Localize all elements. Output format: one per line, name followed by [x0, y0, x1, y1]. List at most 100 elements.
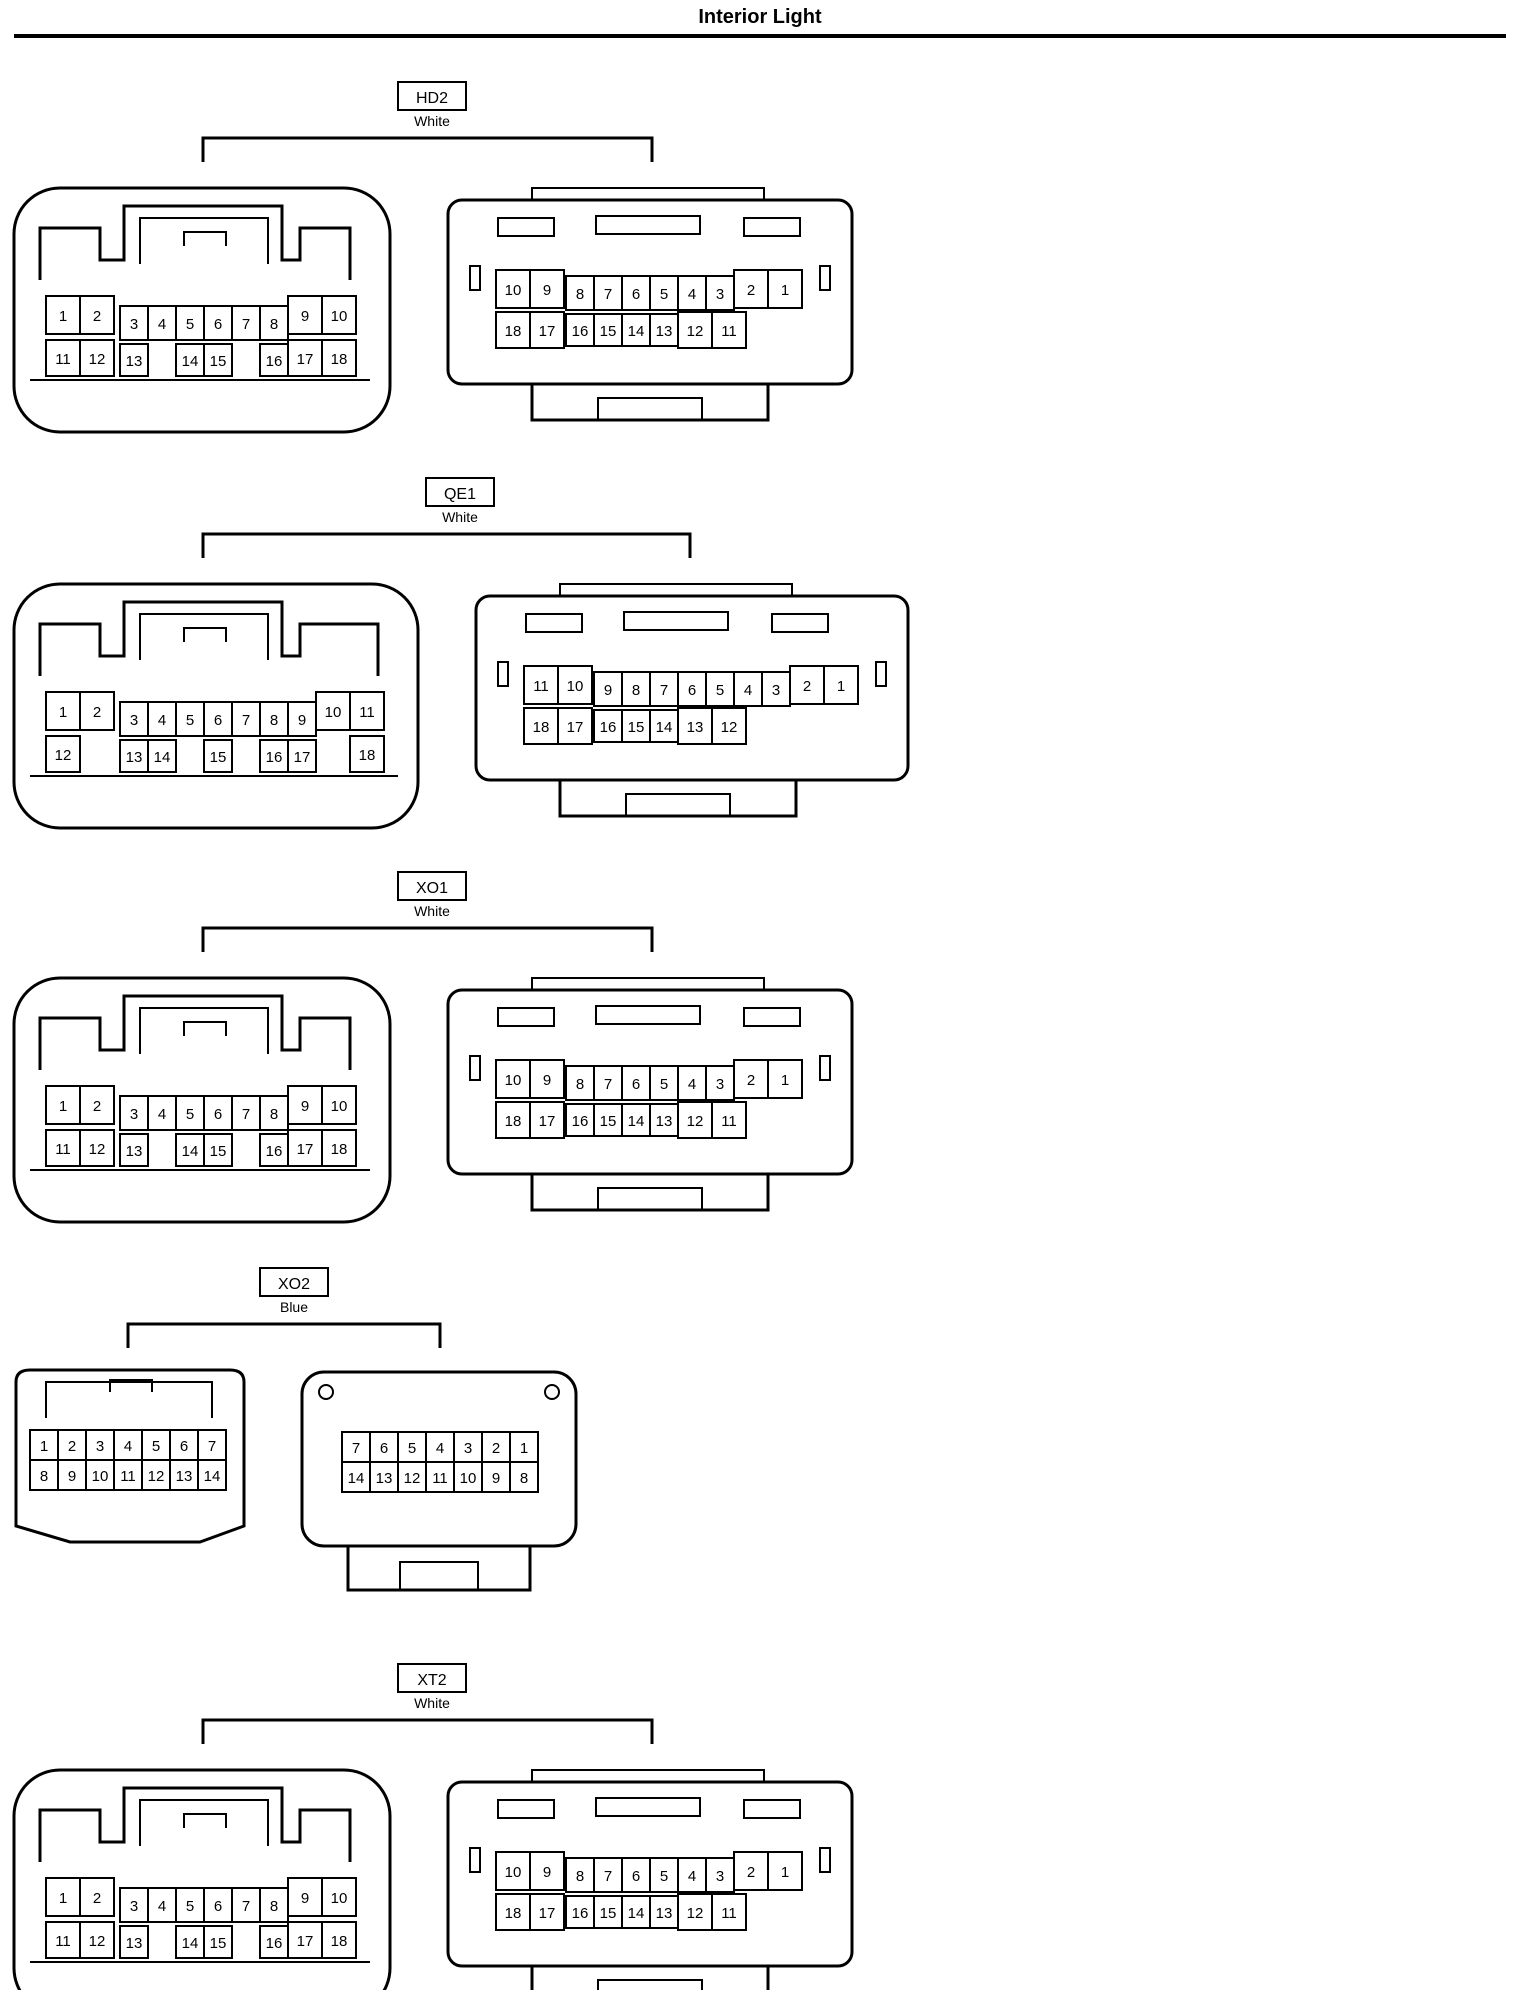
- pin-number: 15: [210, 353, 227, 370]
- pin-cell: [529, 1893, 565, 1931]
- connector-code-box: [397, 1663, 467, 1693]
- pin-cell: [557, 707, 593, 745]
- female-bottom-lock: [530, 1172, 770, 1212]
- pin-number: 14: [182, 1143, 199, 1160]
- pin-number: 10: [505, 1864, 522, 1881]
- pin-number: 6: [180, 1438, 188, 1455]
- pin-number: 6: [632, 1868, 640, 1885]
- pin-number: 4: [158, 1898, 166, 1915]
- pin-number: 9: [301, 1890, 309, 1907]
- pin-number: 8: [632, 682, 640, 699]
- male-lock-notch: [183, 231, 227, 246]
- pin-number: 12: [687, 323, 704, 340]
- pin-number: 2: [747, 1864, 755, 1881]
- pin-cell: [203, 1133, 233, 1167]
- connector-code: XO2: [278, 1276, 310, 1293]
- female-lock-slot: [399, 1561, 479, 1591]
- pin-number: 7: [242, 712, 250, 729]
- pin-number: 13: [687, 719, 704, 736]
- pin-number: 4: [688, 1868, 696, 1885]
- female-rib: [497, 217, 555, 237]
- female-lock-slot: [625, 793, 731, 817]
- female-guide: [469, 265, 481, 291]
- pin-number: 10: [460, 1470, 477, 1487]
- pin-number: 12: [89, 351, 106, 368]
- pin-cell: [321, 1877, 357, 1917]
- pin-number: 17: [539, 323, 556, 340]
- pin-number: 15: [210, 749, 227, 766]
- pin-number: 5: [186, 712, 194, 729]
- pin-number: 16: [266, 749, 283, 766]
- pin-number: 14: [628, 1905, 645, 1922]
- pin-number: 9: [301, 308, 309, 325]
- pin-number: 15: [210, 1935, 227, 1952]
- pin-number: 2: [93, 1098, 101, 1115]
- male-housing: [14, 1368, 246, 1544]
- pin-number: 13: [126, 1143, 143, 1160]
- pin-number: 5: [408, 1440, 416, 1457]
- male-latch-outline: [38, 600, 380, 676]
- pin-number: 8: [576, 1076, 584, 1093]
- connector-color: White: [414, 903, 450, 919]
- female-top-ridge: [531, 1769, 765, 1782]
- pin-number: 18: [505, 1113, 522, 1130]
- pin-number: 15: [600, 1113, 617, 1130]
- connector-code: XO1: [416, 880, 448, 897]
- pin-cell: [321, 339, 357, 377]
- pin-number: 8: [576, 1868, 584, 1885]
- title-rule: [14, 34, 1506, 38]
- pin-cell: [711, 1101, 747, 1139]
- pin-number: 16: [266, 1143, 283, 1160]
- female-bottom-lock: [558, 778, 798, 818]
- pin-number: 17: [567, 719, 584, 736]
- female-lock-slot: [597, 1187, 703, 1211]
- pin-number: 10: [567, 678, 584, 695]
- connector-code-box: [425, 477, 495, 507]
- male-lock-notch: [109, 1379, 153, 1392]
- pin-number: 14: [182, 353, 199, 370]
- pin-number: 8: [270, 712, 278, 729]
- pin-cell: [711, 1893, 747, 1931]
- connector-bracket: [201, 1718, 654, 1744]
- pin-number: 17: [539, 1113, 556, 1130]
- pin-number: 11: [55, 1141, 71, 1158]
- pin-number: 14: [628, 323, 645, 340]
- pin-cell: [287, 739, 317, 773]
- pin-cell: [529, 1101, 565, 1139]
- pin-number: 8: [576, 286, 584, 303]
- pin-number: 13: [376, 1470, 393, 1487]
- pin-cell: [509, 1461, 539, 1493]
- female-bottom-lock: [346, 1544, 532, 1592]
- connector-code-box: [397, 81, 467, 111]
- pin-number: 6: [632, 286, 640, 303]
- male-lock-tab: [139, 1799, 269, 1846]
- connector-bracket: [201, 532, 692, 558]
- pin-number: 13: [176, 1468, 193, 1485]
- female-top-ridge: [559, 583, 793, 596]
- male-housing: [12, 976, 392, 1224]
- pin-number: 18: [331, 1933, 348, 1950]
- female-rib: [497, 1007, 555, 1027]
- pin-number: 4: [688, 286, 696, 303]
- pin-number: 3: [130, 1898, 138, 1915]
- pin-number: 11: [359, 704, 375, 721]
- pin-number: 12: [55, 747, 72, 764]
- female-rib: [595, 215, 701, 235]
- pin-number: 7: [242, 316, 250, 333]
- female-guide: [469, 1055, 481, 1081]
- pin-number: 4: [744, 682, 752, 699]
- pin-number: 8: [520, 1470, 528, 1487]
- pin-number: 10: [331, 1098, 348, 1115]
- pin-number: 12: [89, 1933, 106, 1950]
- pin-number: 16: [572, 1905, 589, 1922]
- male-lock-tab: [139, 1007, 269, 1054]
- pin-cell: [321, 1085, 357, 1125]
- pin-cell: [119, 343, 149, 377]
- pin-cell: [711, 311, 747, 349]
